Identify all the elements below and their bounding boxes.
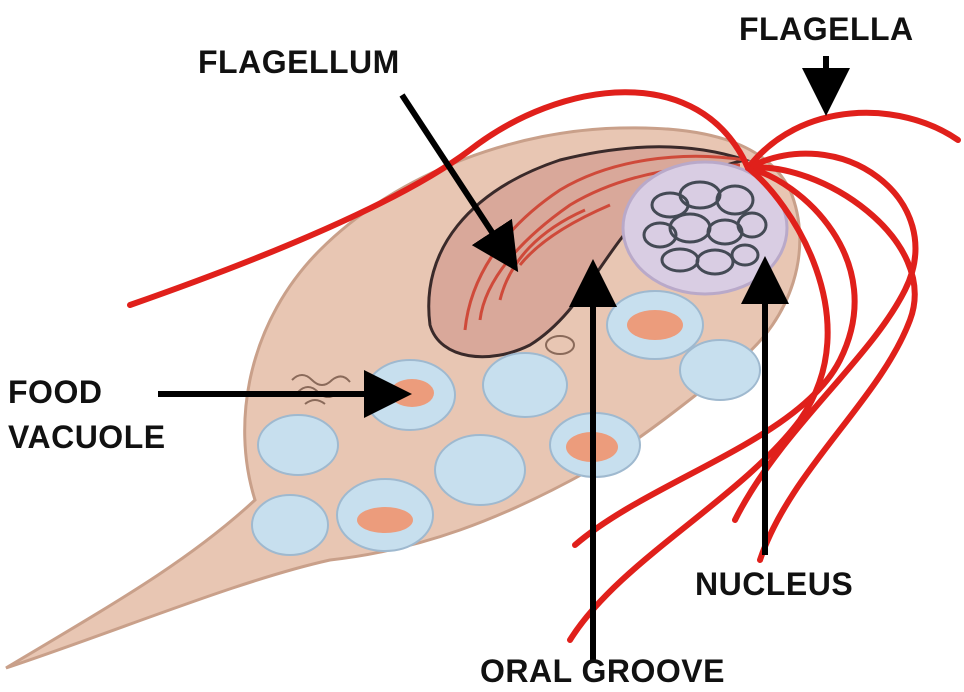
- label-flagella: FLAGELLA: [739, 10, 914, 48]
- label-food-vacuole-line2: VACUOLE: [8, 418, 166, 456]
- label-nucleus: NUCLEUS: [695, 565, 853, 603]
- label-oral-groove: ORAL GROOVE: [480, 652, 725, 690]
- label-flagellum: FLAGELLUM: [198, 43, 400, 81]
- label-food-vacuole-line1: FOOD: [8, 373, 102, 411]
